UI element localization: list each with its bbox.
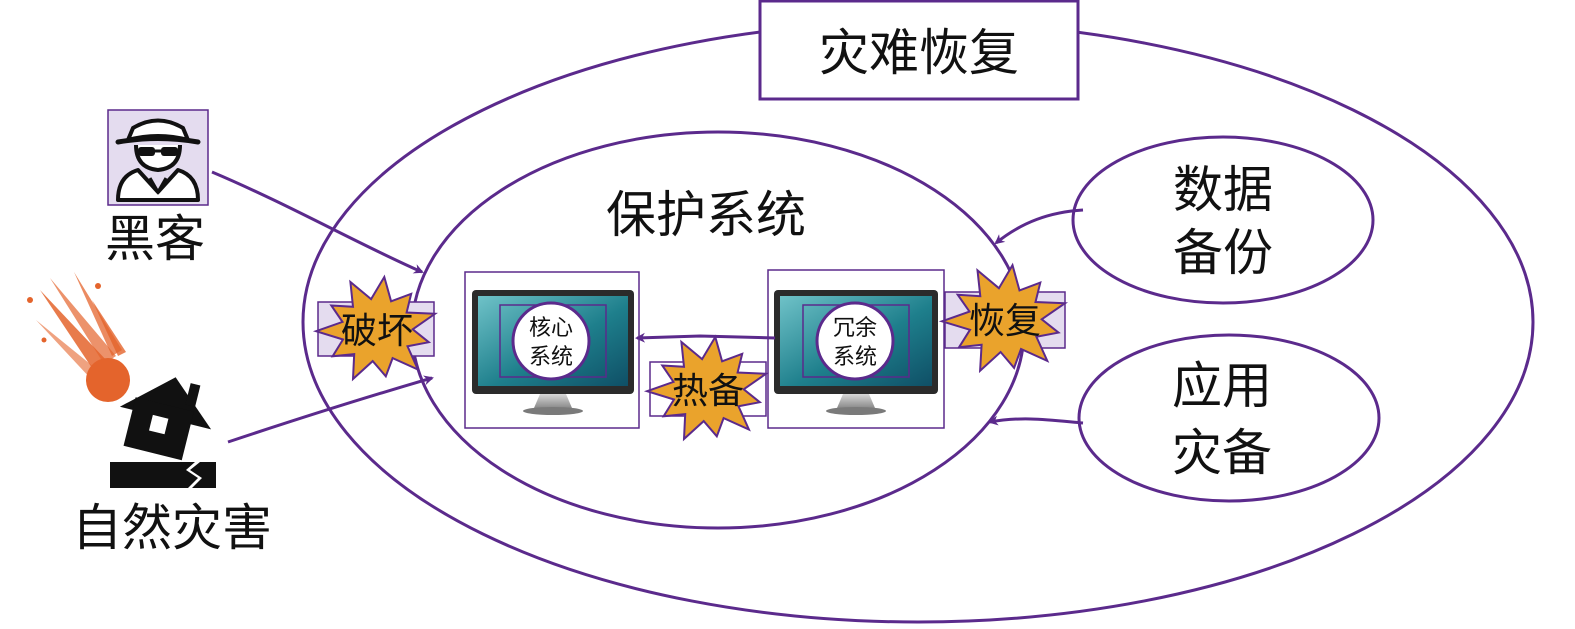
restore-label: 恢复 — [969, 301, 1041, 342]
natural-disaster-label: 自然灾害 — [72, 499, 272, 557]
hot-standby-label: 热备 — [672, 371, 744, 412]
redundant-system-monitor: 冗余 系统 — [767, 269, 945, 429]
app-disaster-backup-label-line1: 应用 — [1172, 357, 1272, 415]
meteor-house-icon — [27, 272, 216, 488]
disaster-recovery-title: 灾难恢复 — [819, 24, 1019, 82]
redundant-system-label-line1: 冗余 — [833, 316, 877, 341]
damage-label: 破坏 — [341, 311, 413, 352]
data-backup-ellipse — [1071, 135, 1375, 305]
data-backup-label-line2: 备份 — [1173, 224, 1273, 282]
app-backup-arrow — [988, 415, 1084, 426]
hacker-label: 黑客 — [105, 210, 205, 268]
restore-starburst: 恢复 — [938, 262, 1069, 374]
hacker-spy-icon — [107, 109, 209, 206]
core-system-label-line1: 核心 — [529, 316, 573, 341]
redundant-system-label-line2: 系统 — [833, 345, 877, 370]
natural-disaster-arrow — [227, 375, 434, 444]
app-disaster-backup-ellipse — [1077, 333, 1381, 503]
hacker-arrow — [211, 170, 424, 274]
data-backup-label-line1: 数据 — [1173, 161, 1273, 219]
hot-standby-starburst: 热备 — [643, 334, 769, 442]
hot-standby-arrow — [635, 332, 776, 343]
data-backup-arrow — [994, 208, 1084, 245]
protection-system-title: 保护系统 — [606, 186, 806, 244]
core-system-label-line2: 系统 — [529, 345, 573, 370]
damage-starburst: 破坏 — [312, 274, 438, 382]
core-system-monitor: 核心 系统 — [464, 271, 640, 429]
app-disaster-backup-label-line2: 灾备 — [1172, 424, 1272, 482]
disaster-recovery-title-box: 灾难恢复 — [758, 0, 1080, 101]
